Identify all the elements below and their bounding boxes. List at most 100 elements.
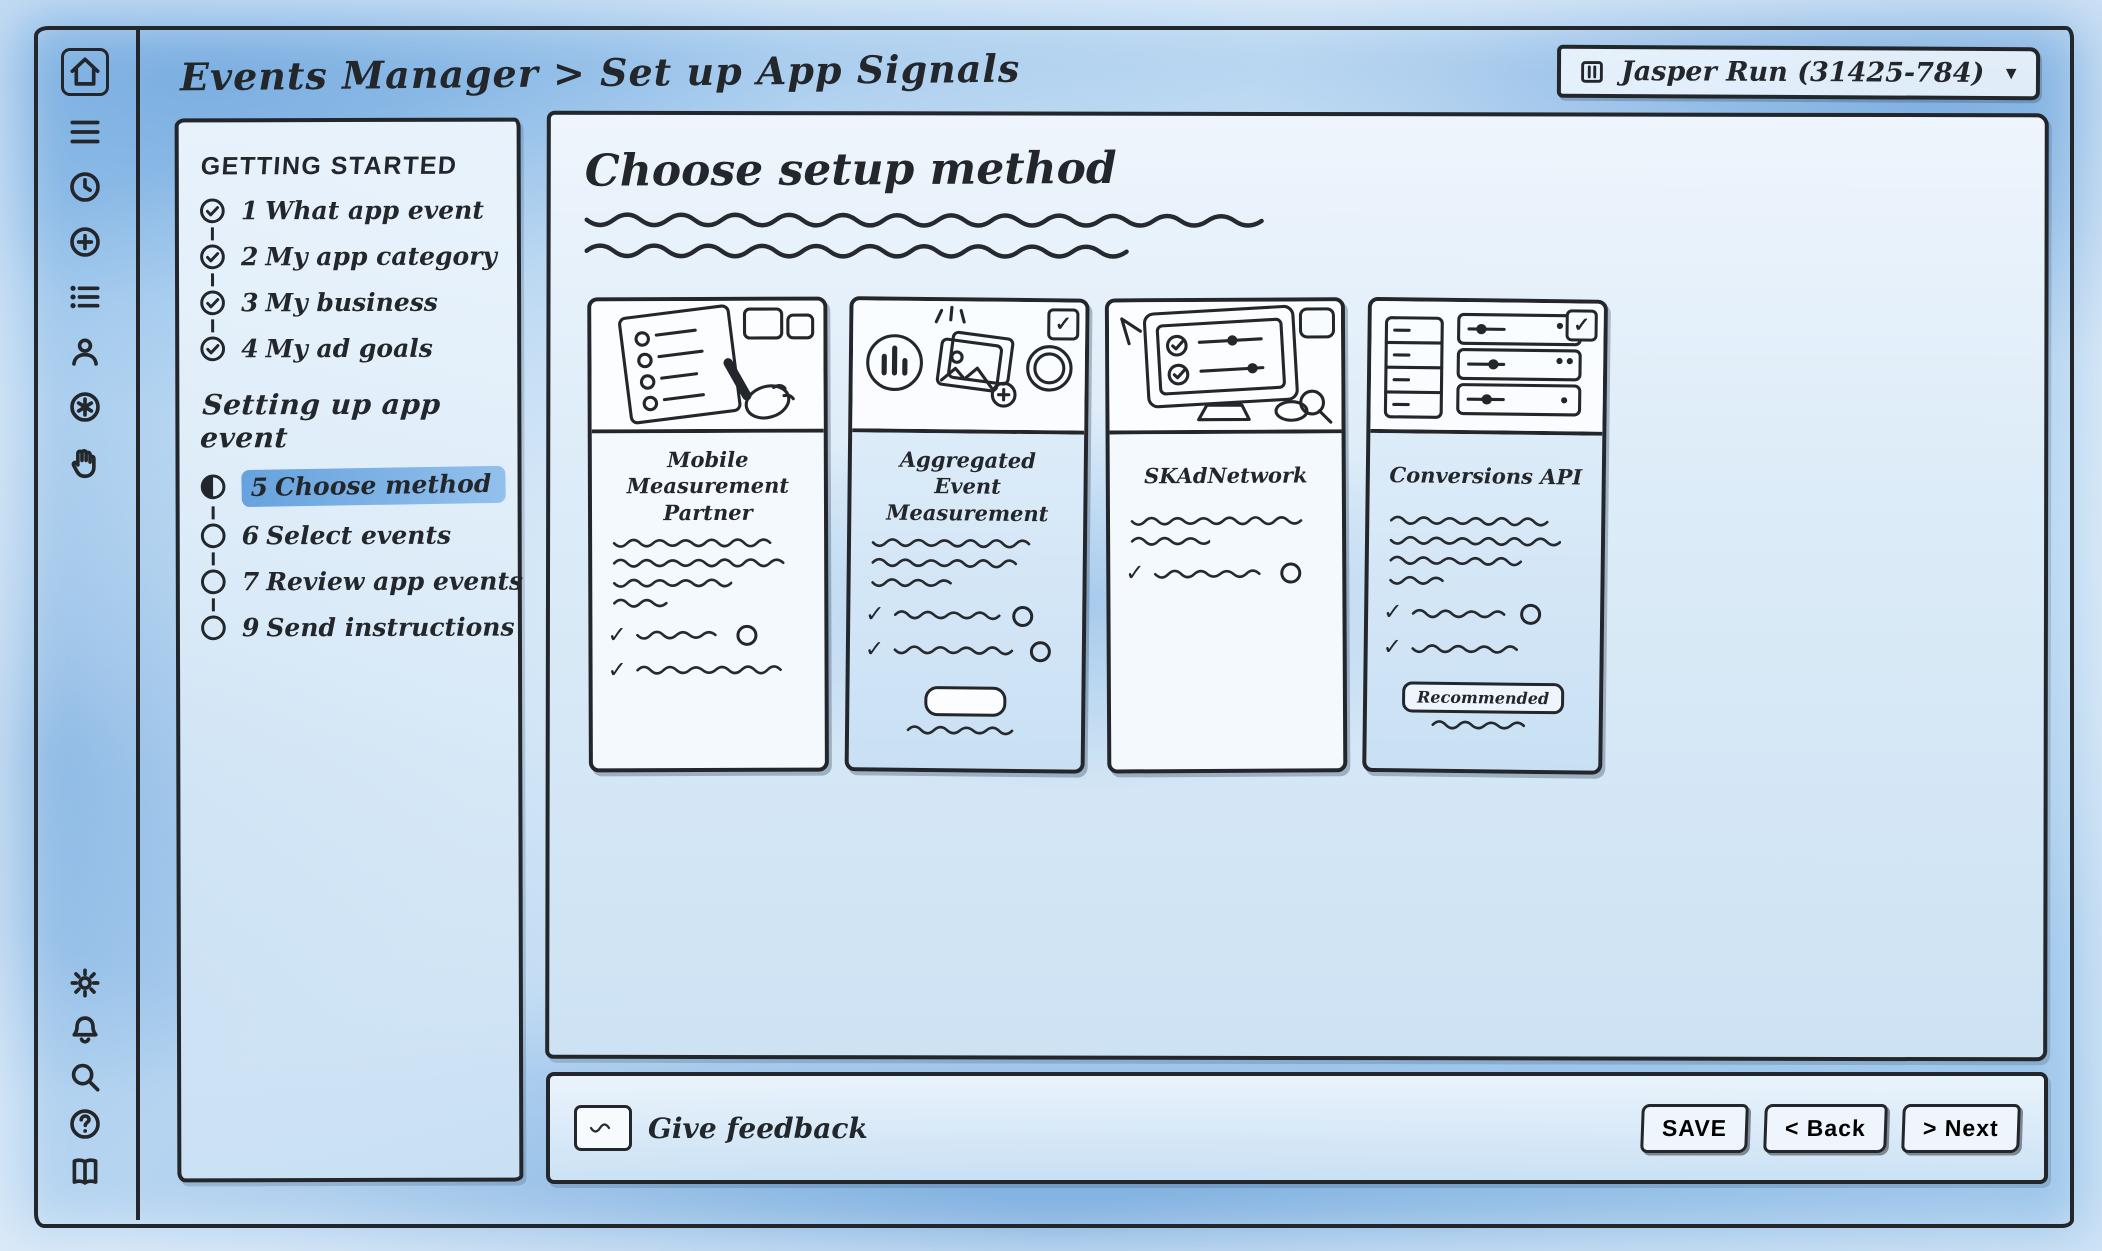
card-title: Conversions API xyxy=(1389,462,1583,490)
footer-buttons: Save < Back > Next xyxy=(1639,1103,2021,1153)
step-todo-icon xyxy=(198,520,229,551)
setup-method-cards: Mobile Measurement Partner ✓ ✓ xyxy=(587,296,1608,775)
card-checkbox-checked[interactable]: ✓ xyxy=(1565,309,1598,342)
account-selector[interactable]: Jasper Run (31425-784) ▼ xyxy=(1556,44,2041,100)
radio-button[interactable] xyxy=(1520,603,1542,626)
card-description-placeholder xyxy=(1382,515,1587,587)
button-caption-placeholder xyxy=(906,725,1024,736)
step-todo-icon xyxy=(198,612,229,643)
step-done-icon xyxy=(197,195,228,226)
card-option[interactable]: ✓ xyxy=(1381,634,1587,662)
radio-button[interactable] xyxy=(1012,605,1034,627)
home-icon[interactable] xyxy=(61,48,109,96)
radio-button[interactable] xyxy=(736,624,758,646)
step-active-icon xyxy=(198,471,229,502)
check-icon: ✓ xyxy=(864,636,885,663)
save-button[interactable]: Save xyxy=(1639,1103,1749,1153)
stepper-section-title-2: Setting up app event xyxy=(199,387,442,455)
app-window-frame xyxy=(34,26,2074,1228)
check-icon: ✓ xyxy=(1382,634,1403,661)
rail-top-icons xyxy=(61,48,109,481)
check-icon: ✓ xyxy=(607,657,627,684)
help-icon[interactable] xyxy=(66,1105,104,1143)
footer-bar: Give feedback Save < Back > Next xyxy=(546,1072,2048,1184)
card-description-placeholder xyxy=(865,537,1070,589)
back-button[interactable]: < Back xyxy=(1762,1103,1888,1153)
search-icon[interactable] xyxy=(66,1058,104,1096)
card-option[interactable]: ✓ xyxy=(1381,599,1587,627)
main-panel: Choose setup method xyxy=(545,110,2049,1062)
card-aggregated-event-measurement[interactable]: ✓ Aggregated Event Measurement ✓ xyxy=(844,296,1090,774)
card-option[interactable]: ✓ xyxy=(863,601,1069,628)
card-option[interactable]: ✓ xyxy=(606,657,812,684)
card-title: Mobile Measurement Partner xyxy=(626,446,790,525)
stepper-section-title-1: GETTING STARTED xyxy=(199,151,459,181)
card-title: SKAdNetwork xyxy=(1143,462,1308,489)
asterisk-icon[interactable] xyxy=(66,388,104,426)
step-connector xyxy=(211,597,500,612)
card-option[interactable]: ✓ xyxy=(863,636,1069,663)
left-nav-rail xyxy=(34,26,140,1220)
check-icon: ✓ xyxy=(1382,599,1403,626)
menu-icon[interactable] xyxy=(66,113,104,151)
account-icon xyxy=(1577,56,1607,86)
create-icon[interactable] xyxy=(66,223,104,261)
top-bar: Events Manager > Set up App Signals Jasp… xyxy=(150,30,2066,114)
card-description-placeholder xyxy=(1124,515,1328,546)
badge-caption-placeholder xyxy=(1431,720,1535,731)
clock-icon[interactable] xyxy=(66,168,104,206)
step-connector xyxy=(211,318,500,333)
feedback-icon xyxy=(574,1105,632,1151)
card-option[interactable]: ✓ xyxy=(605,622,811,649)
next-button[interactable]: > Next xyxy=(1901,1103,2021,1153)
radio-button[interactable] xyxy=(1280,562,1302,584)
step-done-icon xyxy=(197,241,228,272)
list-icon[interactable] xyxy=(66,278,104,316)
step-done-icon xyxy=(197,333,228,364)
card-action-button[interactable] xyxy=(924,685,1007,717)
breadcrumb[interactable]: Events Manager > Set up App Signals xyxy=(179,45,1021,99)
checklist-hand-illustration xyxy=(591,300,824,434)
card-conversions-api[interactable]: ✓ Conversions API ✓ xyxy=(1362,296,1608,775)
card-checkbox-checked[interactable]: ✓ xyxy=(1047,308,1080,341)
step-connector xyxy=(210,226,499,241)
step-todo-icon xyxy=(198,566,229,597)
check-icon: ✓ xyxy=(1125,560,1145,587)
card-skadnetwork[interactable]: SKAdNetwork ✓ xyxy=(1104,297,1348,774)
audience-icon[interactable] xyxy=(66,333,104,371)
card-checkbox-empty[interactable] xyxy=(1298,307,1336,339)
settings-icon[interactable] xyxy=(66,964,104,1002)
give-feedback[interactable]: Give feedback xyxy=(574,1105,868,1151)
rail-bottom-icons xyxy=(66,964,104,1190)
chart-photo-illustration: ✓ xyxy=(852,300,1086,435)
feedback-label: Give feedback xyxy=(648,1111,868,1145)
server-stack-illustration: ✓ xyxy=(1370,300,1604,436)
card-option[interactable]: ✓ xyxy=(1123,560,1329,587)
account-label: Jasper Run (31425-784) xyxy=(1620,55,1985,89)
check-icon: ✓ xyxy=(865,601,885,628)
step-done-icon xyxy=(197,287,228,318)
card-title: Aggregated Event Measurement xyxy=(886,446,1049,526)
step-connector xyxy=(211,272,500,287)
step-connector xyxy=(211,505,500,520)
notifications-icon[interactable] xyxy=(66,1011,104,1049)
caret-down-icon: ▼ xyxy=(2002,62,2021,83)
radio-button[interactable] xyxy=(1030,640,1052,663)
card-description-placeholder xyxy=(606,537,810,608)
hand-icon[interactable] xyxy=(66,443,104,481)
recommended-badge: Recommended xyxy=(1401,681,1565,715)
check-icon: ✓ xyxy=(607,622,627,649)
intro-text-placeholder xyxy=(584,212,2011,261)
card-mobile-measurement-partner[interactable]: Mobile Measurement Partner ✓ ✓ xyxy=(587,296,829,773)
docs-icon[interactable] xyxy=(66,1152,104,1190)
